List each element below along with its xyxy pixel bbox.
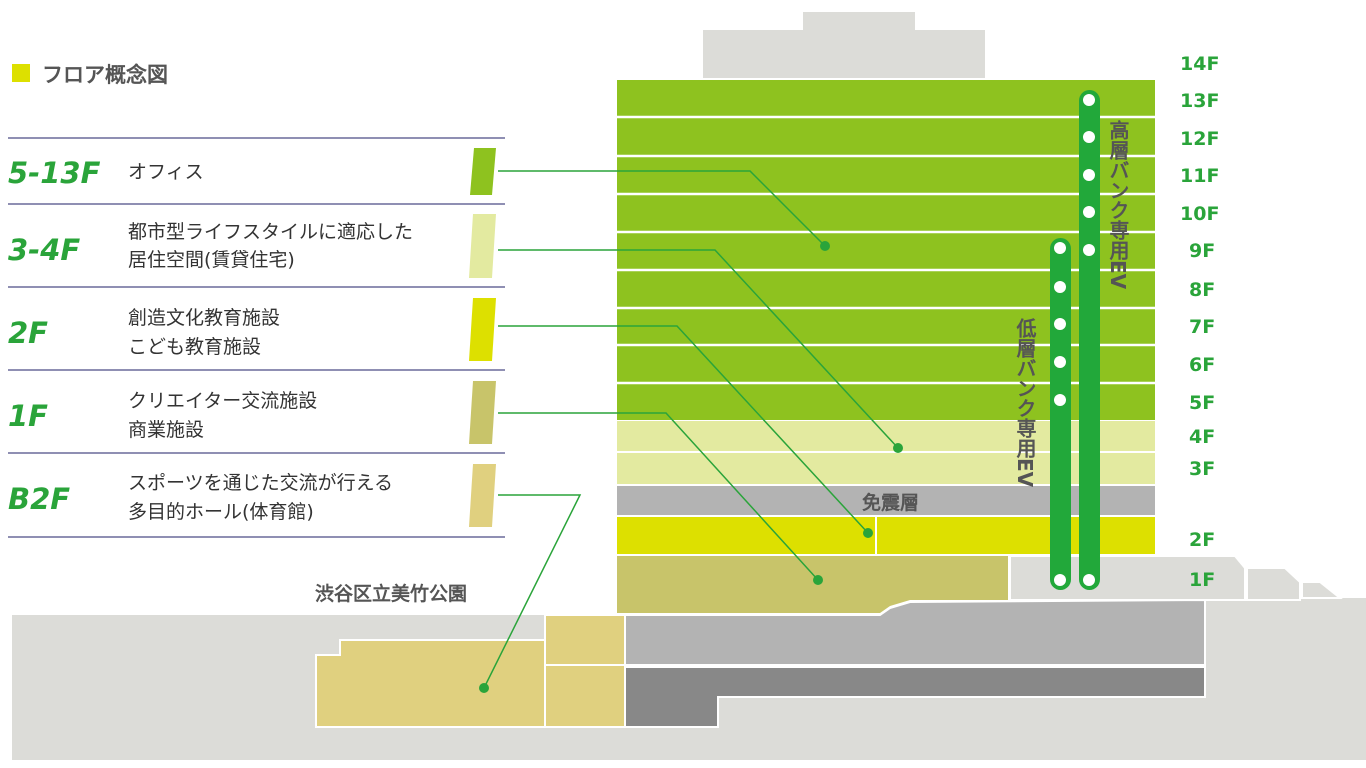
legend-swatch (469, 298, 496, 361)
leader-lines (483, 170, 899, 689)
legend-code: 2F (8, 316, 48, 350)
legend-row-education: 2F 創造文化教育施設 こども教育施設 (8, 298, 496, 361)
legend-code: 5-13F (8, 156, 101, 190)
legend-desc: オフィス (128, 161, 204, 183)
floor-label: 4F (1189, 426, 1215, 448)
legend-swatch (469, 214, 496, 278)
roof-top (803, 12, 915, 30)
legend-desc: 多目的ホール(体育館) (128, 501, 314, 523)
floor-label: 6F (1189, 354, 1215, 376)
legend-desc: 商業施設 (128, 419, 204, 441)
legend-row-hall: B2F スポーツを通じた交流が行える 多目的ホール(体育館) (8, 464, 496, 527)
floor-label: 3F (1189, 458, 1215, 480)
legend-swatch (469, 381, 496, 444)
legend-desc: スポーツを通じた交流が行える (128, 472, 393, 494)
leader-dots (479, 241, 903, 693)
roof-penthouse (703, 30, 985, 78)
legend-code: 1F (8, 399, 48, 433)
low-bank-ev-label: 低層バンク専用EV (1013, 317, 1037, 488)
floor-label: 1F (1189, 569, 1215, 591)
legend-swatch (470, 148, 496, 195)
park-label: 渋谷区立美竹公園 (315, 582, 467, 605)
residential-3f (617, 453, 1155, 484)
legend-row-residential: 3-4F 都市型ライフスタイルに適応した 居住空間(賃貸住宅) (8, 214, 496, 278)
floor-label: 9F (1189, 240, 1215, 262)
floor-label: 13F (1180, 90, 1219, 112)
high-bank-ev-label: 高層バンク専用EV (1106, 119, 1130, 290)
floor-label: 11F (1180, 165, 1219, 187)
floor-label: 14F (1180, 53, 1219, 75)
basement-b1 (624, 598, 1206, 666)
legend-row-commercial: 1F クリエイター交流施設 商業施設 (8, 381, 496, 444)
floor-label: 2F (1189, 529, 1215, 551)
floor-label: 7F (1189, 316, 1215, 338)
legend-desc: 都市型ライフスタイルに適応した (128, 221, 413, 243)
low-bank-elevator (1050, 238, 1071, 590)
legend-desc: クリエイター交流施設 (128, 390, 317, 412)
title-bullet-icon (12, 64, 30, 82)
legend-row-office: 5-13F オフィス (8, 148, 496, 195)
floor-label: 12F (1180, 128, 1219, 150)
education-2f (617, 517, 1155, 554)
legend-desc: こども教育施設 (128, 336, 261, 358)
floor-label: 10F (1180, 203, 1219, 225)
legend-code: B2F (8, 482, 70, 516)
floor-label: 5F (1189, 392, 1215, 414)
commercial-1f (617, 556, 1008, 613)
legend-swatch (469, 464, 496, 527)
legend-code: 3-4F (8, 233, 80, 267)
diagram-title: フロア概念図 (42, 63, 168, 87)
legend-desc: 居住空間(賃貸住宅) (128, 249, 295, 271)
high-bank-elevator (1079, 90, 1100, 590)
floor-labels: 14F 13F 12F 11F 10F 9F 8F 7F 6F 5F 4F 3F… (1180, 53, 1219, 591)
floor-label: 8F (1189, 279, 1215, 301)
seismic-layer-label: 免震層 (862, 491, 919, 514)
legend-desc: 創造文化教育施設 (128, 307, 280, 329)
legend-dividers (8, 137, 505, 538)
multipurpose-hall (315, 614, 626, 728)
